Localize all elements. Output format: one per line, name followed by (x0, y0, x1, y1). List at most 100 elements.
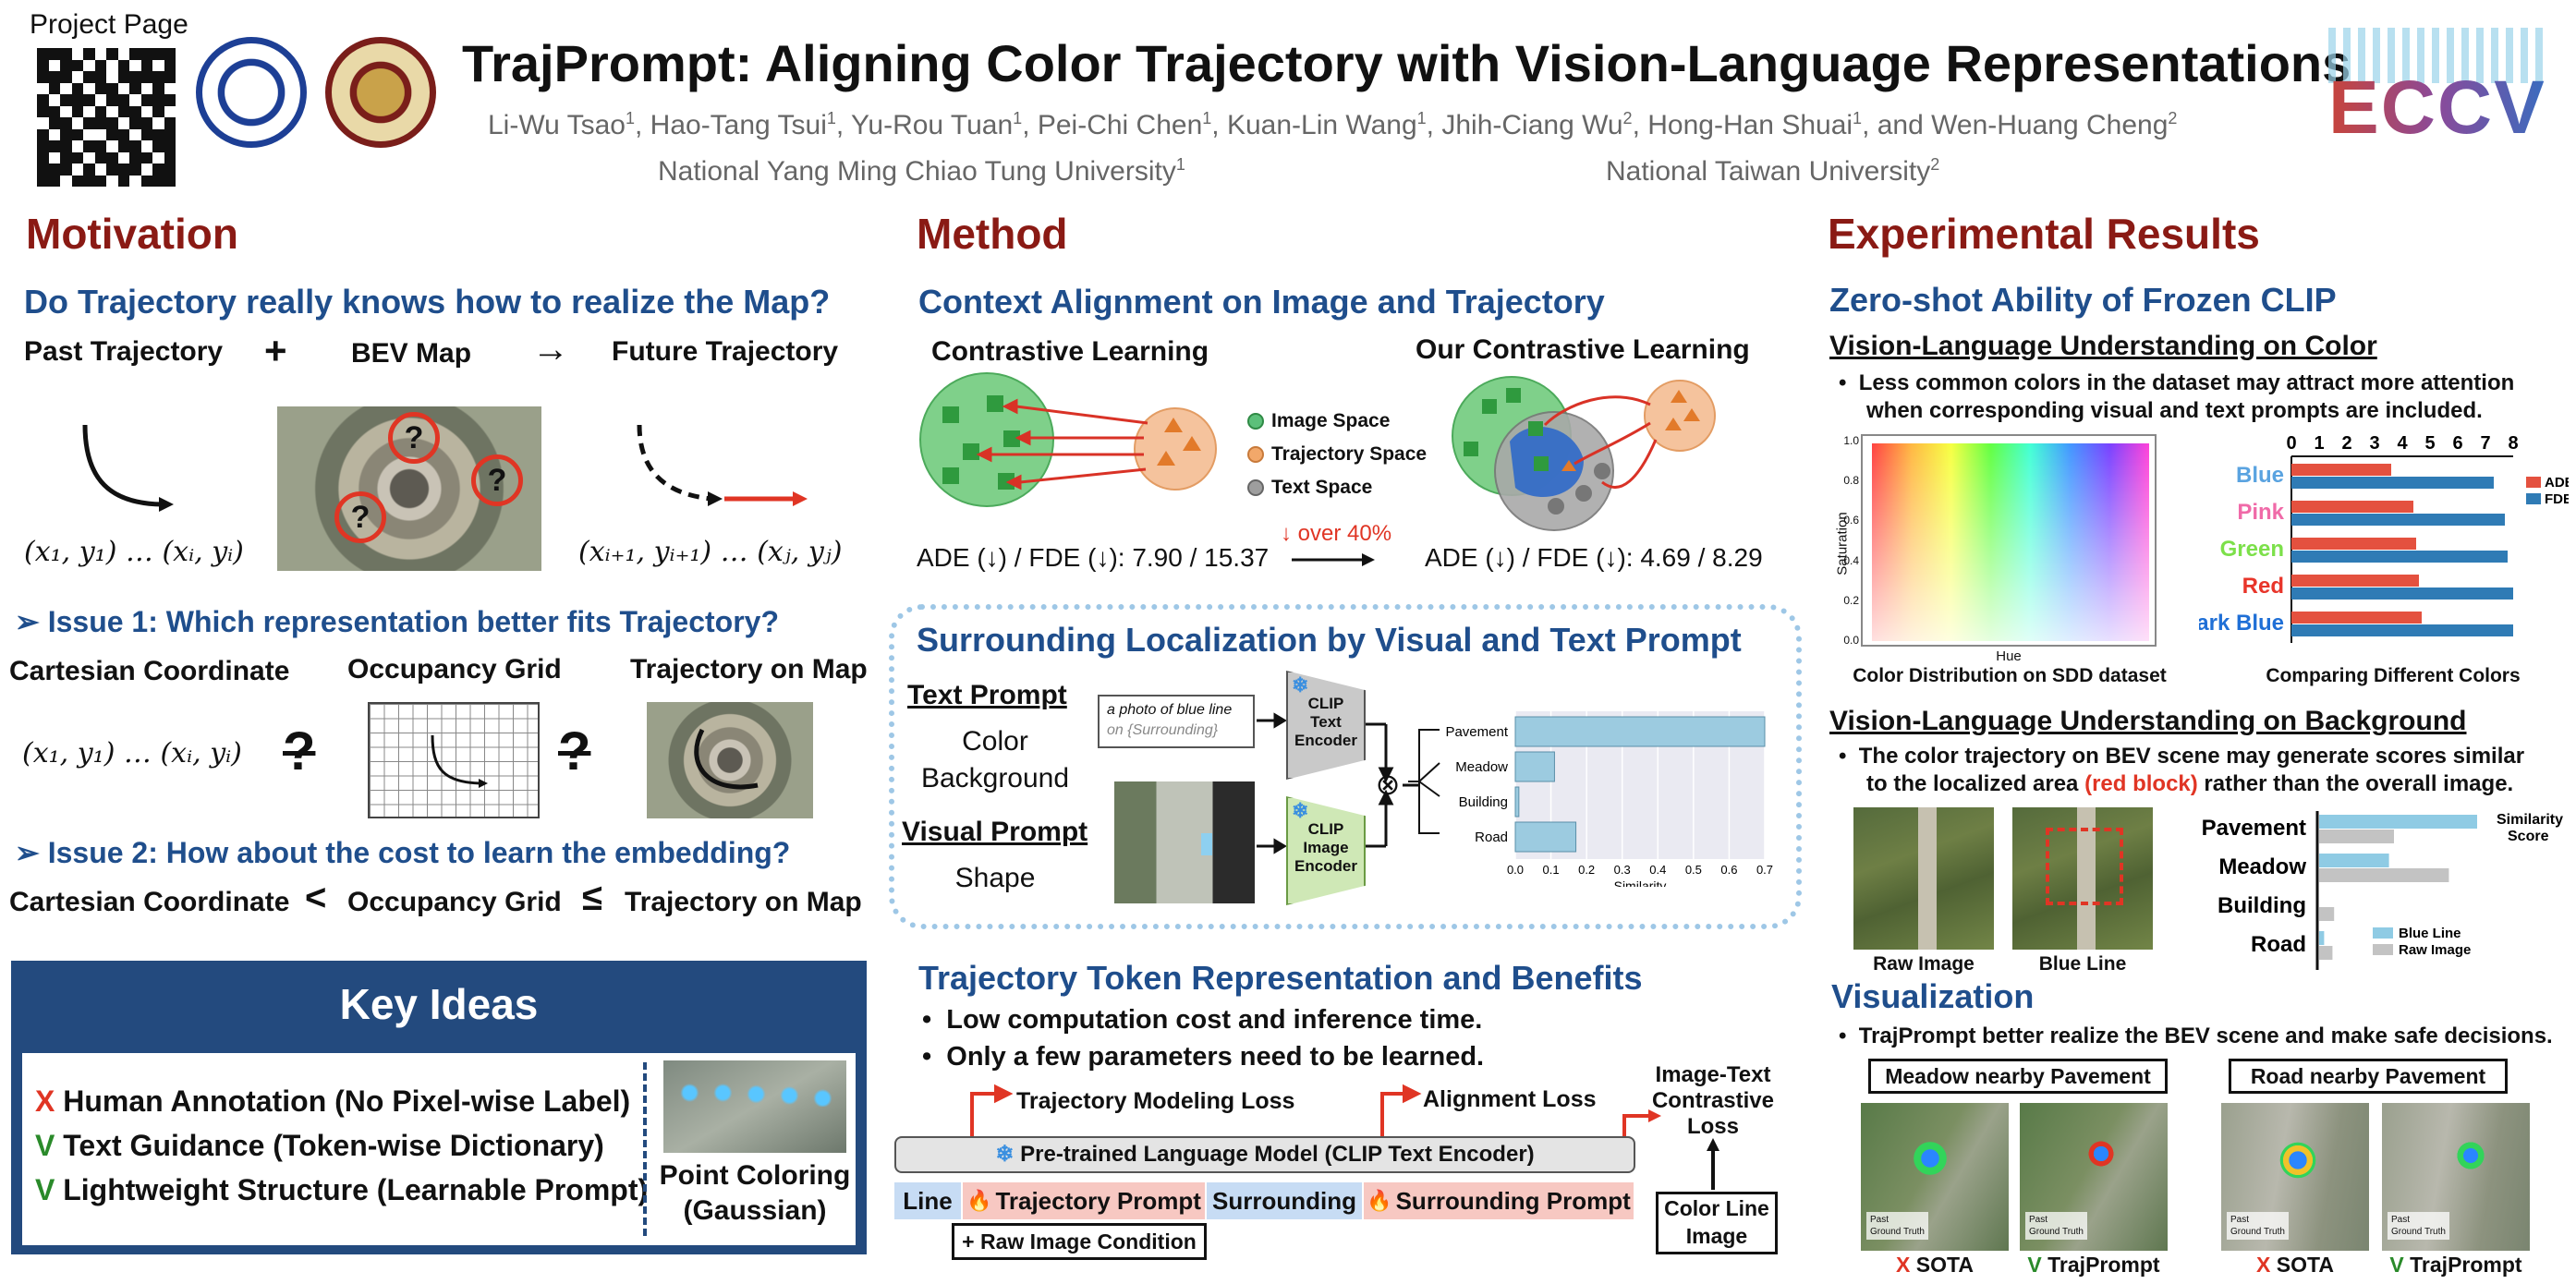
background-word: Background (920, 763, 1070, 793)
key-idea-mark: V (35, 1173, 55, 1206)
benefit-text: Only a few parameters need to be learned… (946, 1042, 1485, 1072)
bar (1514, 716, 1766, 747)
affiliation-1-sup: 1 (1175, 155, 1185, 174)
vis-legend-gt: Ground Truth (2391, 1227, 2446, 1237)
author-name: Hao-Tang Tsui (650, 110, 827, 140)
legend-label: Trajectory Space (1271, 443, 1428, 465)
bar (2319, 931, 2325, 945)
scatter-ytick: 1.0 (1843, 434, 1859, 447)
x-tick-label: 1 (2314, 433, 2324, 454)
blue-line-label: Blue Line (2038, 953, 2127, 975)
color-line-arrow (1707, 1138, 1719, 1190)
poster-title: TrajPrompt: Aligning Color Trajectory wi… (462, 34, 2351, 92)
y-tick-label: Pink (2237, 500, 2284, 525)
eccv-logo-text: ECCV (2328, 66, 2546, 150)
past-trajectory-label: Past Trajectory (24, 336, 224, 367)
author-affiliation: 1 (1416, 109, 1427, 127)
otimes-symbol: ⊗ (1375, 768, 1401, 801)
color-line-image-box: Color Line Image (1656, 1192, 1778, 1254)
legend-text-space: Text Space (1247, 471, 1427, 504)
x-tick-label: 0.0 (1507, 863, 1524, 877)
gaussian-dots (676, 1079, 843, 1107)
author-affiliation: 1 (1013, 109, 1023, 127)
prompt-line-1: a photo of blue line (1107, 702, 1233, 718)
token-trajectory-prompt: 🔥Trajectory Prompt (963, 1182, 1205, 1219)
bar (1514, 751, 1555, 782)
prompt-text-box: a photo of blue line on {Surrounding} (1098, 695, 1255, 748)
token-surrounding: Surrounding (1207, 1182, 1362, 1219)
author-affiliation: 1 (826, 109, 836, 127)
zero-shot-title: Zero-shot Ability of Frozen CLIP (1829, 281, 2337, 319)
x-tick-label: 2 (2341, 433, 2351, 454)
color-bullet-line: when corresponding visual and text promp… (1839, 397, 2514, 425)
bullet-text: rather than the overall image. (2197, 771, 2514, 796)
clip-text-line: CLIP (1307, 695, 1344, 712)
coord-text: (x₁, y₁) … (xᵢ, yᵢ) (22, 737, 242, 769)
legend-swatch (1247, 479, 1264, 496)
bg-bullet-line: • The color trajectory on BEV scene may … (1839, 744, 2525, 769)
x-tick-label: 0.6 (1720, 863, 1737, 877)
background-understanding-title: Vision-Language Understanding on Backgro… (1829, 706, 2467, 736)
legend-swatch (2526, 493, 2541, 504)
bar (2319, 907, 2335, 921)
benefit-item: • Low computation cost and inference tim… (922, 1005, 1483, 1035)
traj-map-label: Trajectory on Map (630, 654, 868, 684)
bar (2291, 477, 2494, 489)
key-idea-text: Text Guidance (Token-wise Dictionary) (63, 1129, 604, 1162)
y-tick-label: Green (2220, 537, 2284, 562)
occupancy-label: Occupancy Grid (347, 654, 562, 684)
qr-code[interactable] (37, 48, 176, 187)
not-equal-1: ? (283, 721, 316, 781)
clip-image-line: Encoder (1294, 857, 1358, 875)
x-tick-label: 5 (2424, 433, 2435, 454)
y-tick-label: Building (1459, 794, 1508, 810)
y-tick-label: Meadow (1455, 759, 1508, 775)
bar (2291, 514, 2505, 526)
grid-trajectory (431, 734, 488, 788)
author-name: Li-Wu Tsao (488, 110, 626, 140)
method-title: Method (917, 210, 1068, 258)
legend-swatch (2373, 927, 2393, 939)
y-tick-label: Dark Blue (2199, 611, 2284, 636)
color-bullet: • Less common colors in the dataset may … (1839, 369, 2514, 425)
author-name: Jhih-Ciang Wu (1441, 110, 1623, 140)
gaussian-label: (Gaussian) (683, 1195, 827, 1226)
trajectory-scribble (1907, 1140, 1953, 1177)
x-tick-label: 4 (2397, 433, 2408, 454)
caption-meadow-sota: X SOTA (1861, 1253, 2009, 1278)
ade-fde-right: ADE (↓) / FDE (↓): 4.69 / 8.29 (1425, 543, 1763, 572)
issue-2: ➢ Issue 2: How about the cost to learn t… (15, 836, 791, 869)
question-circle-2: ? (471, 454, 523, 506)
author-name: and Wen-Huang Cheng (1877, 110, 2169, 140)
color-word: Color (962, 726, 1028, 757)
affiliation-2-sup: 2 (1930, 155, 1940, 174)
affiliation-1-name: National Yang Ming Chiao Tung University (658, 156, 1176, 187)
occupancy-grid-image (368, 702, 540, 818)
y-tick-label: Red (2242, 574, 2284, 599)
legend-swatch (2373, 944, 2393, 955)
bullet-text: when corresponding visual and text promp… (1866, 398, 2483, 423)
red-block (2046, 828, 2123, 905)
legend-title: Score (2508, 829, 2549, 844)
scatter-rainbow (1872, 443, 2149, 641)
encoder-arrows (1257, 712, 1419, 854)
author-affiliation: 1 (1202, 109, 1212, 127)
bar (2291, 464, 2391, 476)
snowflake-icon: ❄ (1292, 799, 1309, 822)
trajectory-on-map-image (647, 702, 813, 818)
key-idea-mark: V (35, 1129, 55, 1162)
color-understanding-title: Vision-Language Understanding on Color (1829, 331, 2377, 361)
background-bullet: • The color trajectory on BEV scene may … (1839, 743, 2524, 798)
x-tick-label: 7 (2480, 433, 2490, 454)
plm-to-itc-arrow (1622, 1109, 1661, 1142)
bullet-text-red: (red block) (2084, 771, 2198, 796)
y-tick-label: Road (2251, 932, 2306, 957)
v-mark: V (2389, 1253, 2404, 1277)
affiliation-2: National Taiwan University2 (1606, 155, 1939, 188)
bar (2319, 946, 2333, 960)
snowflake-icon: ❄ (1292, 673, 1309, 697)
x-tick-label: 0.7 (1756, 863, 1773, 877)
